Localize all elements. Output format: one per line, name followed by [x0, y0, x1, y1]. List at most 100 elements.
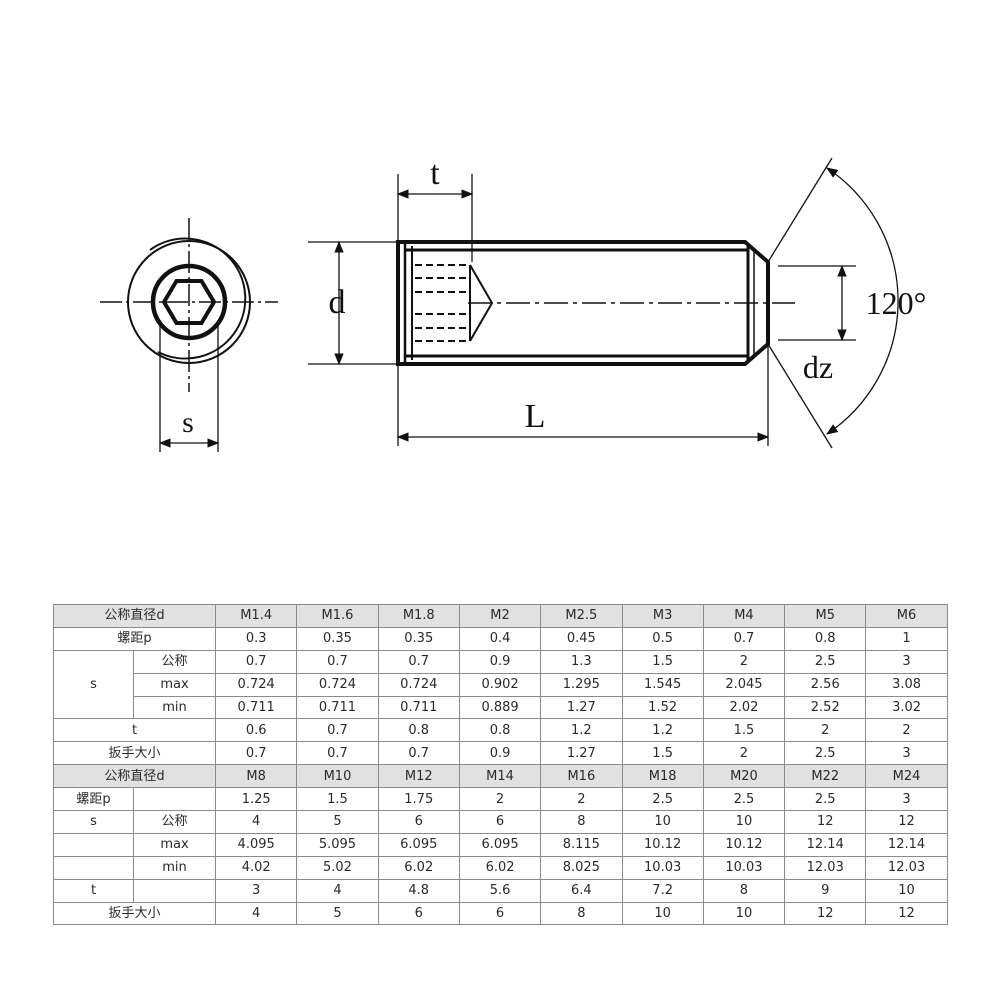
b1-s-min-cell: 2.52	[784, 695, 867, 720]
angle-label: 120°	[866, 285, 927, 321]
b2-wrench-cell: 12	[865, 901, 948, 926]
b2-diameter-label: 公称直径d	[52, 764, 217, 789]
t-dimension-label: t	[430, 155, 440, 192]
b2-wrench-cell: 4	[215, 901, 298, 926]
b2-wrench-cell: 10	[621, 901, 704, 926]
b1-s-max-cell: 1.545	[621, 672, 704, 697]
b1-s-max-cell: 3.08	[865, 672, 948, 697]
b2-s-min-cell: 5.02	[296, 855, 379, 880]
b1-pitch-cell: 0.8	[784, 626, 867, 651]
b1-s-max-cell: 0.724	[215, 672, 298, 697]
b2-wrench-cell: 6	[377, 901, 460, 926]
b1-wrench-cell: 0.9	[458, 741, 542, 766]
b1-pitch-label: 螺距p	[52, 626, 217, 651]
b2-size-cell: M24	[865, 764, 948, 789]
b2-pitch-cell: 1.25	[215, 787, 298, 812]
b2-s-min-cell: 12.03	[865, 855, 948, 880]
b2-s-max-cell: 12.14	[784, 832, 867, 857]
b2-t-cell: 3	[215, 878, 298, 903]
side-view	[308, 157, 899, 449]
b2-t-cell: 5.6	[458, 878, 542, 903]
b1-pitch-cell: 0.35	[296, 626, 379, 651]
b1-size-cell: M1.8	[377, 604, 460, 628]
b1-nominal-label: 公称	[132, 649, 217, 674]
b2-wrench-cell: 12	[784, 901, 867, 926]
b1-wrench-cell: 0.7	[296, 741, 379, 766]
b1-s-nominal-cell: 2	[702, 649, 786, 674]
b1-pitch-cell: 0.4	[458, 626, 542, 651]
b2-t-cell: 4	[296, 878, 379, 903]
b2-wrench-cell: 10	[702, 901, 786, 926]
b1-wrench-cell: 2	[702, 741, 786, 766]
b2-wrench-cell: 6	[458, 901, 542, 926]
b1-s-nominal-cell: 0.7	[215, 649, 298, 674]
b2-s-nominal-cell: 6	[458, 810, 542, 834]
b2-size-cell: M14	[458, 764, 542, 789]
b1-s-max-cell: 2.045	[702, 672, 786, 697]
b2-s-nominal-cell: 6	[377, 810, 460, 834]
b1-s-min-cell: 3.02	[865, 695, 948, 720]
b2-t-label: t	[53, 878, 134, 903]
b1-s-max-cell: 0.902	[458, 672, 542, 697]
b1-size-cell: M5	[784, 604, 867, 628]
b2-wrench-cell: 5	[296, 901, 379, 926]
b2-s-nominal-cell: 12	[865, 810, 948, 834]
b2-s-nominal-cell: 5	[296, 810, 379, 834]
b2-min-label: min	[132, 855, 217, 880]
b1-wrench-label: 扳手大小	[52, 741, 217, 766]
b1-pitch-cell: 0.3	[215, 626, 298, 651]
b1-t-cell: 0.7	[296, 718, 379, 743]
b1-size-cell: M2.5	[540, 604, 623, 628]
b2-size-cell: M8	[215, 764, 298, 789]
b2-s-min-cell: 12.03	[784, 855, 867, 880]
b2-t-cell: 9	[784, 878, 867, 903]
b1-wrench-cell: 1.27	[540, 741, 623, 766]
b1-wrench-cell: 2.5	[784, 741, 867, 766]
b1-diameter-label: 公称直径d	[52, 604, 217, 628]
b2-s-min-cell: 6.02	[458, 855, 542, 880]
s-dimension-label: s	[182, 406, 194, 439]
b2-size-cell: M20	[702, 764, 786, 789]
b1-size-cell: M6	[865, 604, 948, 628]
b1-s-max-cell: 0.724	[377, 672, 460, 697]
b1-size-cell: M1.6	[296, 604, 379, 628]
b1-min-label: min	[132, 695, 217, 720]
b2-wrench-label: 扳手大小	[52, 901, 217, 926]
b2-s-max-cell: 4.095	[215, 832, 298, 857]
b1-s-min-cell: 0.711	[377, 695, 460, 720]
b1-size-cell: M3	[621, 604, 704, 628]
b1-max-label: max	[132, 672, 217, 697]
b2-pitch-cell: 2	[540, 787, 623, 812]
b1-s-min-cell: 1.52	[621, 695, 704, 720]
b2-s-max-cell: 6.095	[458, 832, 542, 857]
b2-s-min-cell: 8.025	[540, 855, 623, 880]
b2-pitch-blank	[132, 787, 217, 812]
b1-s-min-cell: 0.889	[458, 695, 542, 720]
b1-s-min-cell: 1.27	[540, 695, 623, 720]
b1-pitch-cell: 0.35	[377, 626, 460, 651]
b2-t-cell: 8	[702, 878, 786, 903]
b2-pitch-cell: 2.5	[784, 787, 867, 812]
b1-pitch-cell: 0.5	[621, 626, 704, 651]
b1-t-cell: 2	[865, 718, 948, 743]
b2-max-label: max	[132, 832, 217, 857]
b1-t-cell: 1.2	[540, 718, 623, 743]
b1-pitch-cell: 0.7	[702, 626, 786, 651]
b2-s-max-cell: 10.12	[702, 832, 786, 857]
set-screw-drawing: s	[100, 155, 927, 452]
b2-pitch-label: 螺距p	[53, 787, 134, 812]
b2-s-nominal-cell: 10	[702, 810, 786, 834]
b1-t-cell: 0.6	[215, 718, 298, 743]
d-dimension-label: d	[329, 284, 346, 321]
b2-s-nominal-cell: 8	[540, 810, 623, 834]
b2-size-cell: M22	[784, 764, 867, 789]
b1-wrench-cell: 3	[865, 741, 948, 766]
